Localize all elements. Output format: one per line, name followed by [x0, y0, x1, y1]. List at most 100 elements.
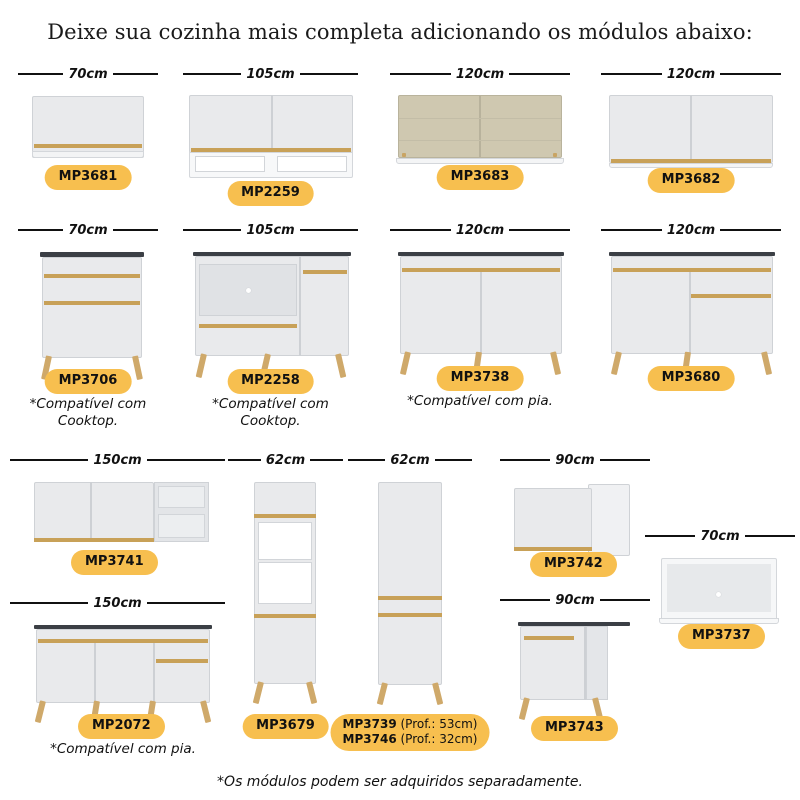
dimension-rule-left: [10, 602, 89, 604]
leg-right: [761, 351, 773, 376]
product-code-badge-mp3743[interactable]: MP3743: [531, 716, 618, 742]
dimension-rule-left: [645, 535, 696, 537]
leg-left: [610, 351, 622, 376]
gold-stripe: [524, 636, 574, 640]
product-card-mp3683[interactable]: 120cm MP3683: [390, 66, 571, 191]
product-illustration-mp3742: [500, 468, 650, 556]
product-card-mp2258[interactable]: 105cm MP2258 *Compatível com Cooktop.: [183, 222, 359, 429]
product-note-mp2072: *Compatível com pia.: [50, 741, 196, 757]
dimension-label-mp3738: 120cm: [390, 222, 571, 238]
dimension-rule-left: [183, 229, 242, 231]
countertop: [34, 625, 212, 629]
door-seam: [689, 272, 691, 354]
product-card-mp3706[interactable]: 70cm MP3706 *Compatível com Cooktop.: [18, 222, 158, 429]
dimension-rule-left: [18, 229, 64, 231]
side-door-seam: [299, 256, 301, 356]
leg-4: [200, 700, 212, 724]
product-illustration-mp2259: [183, 82, 358, 192]
product-illustration-mp3681: [18, 82, 158, 177]
countertop: [40, 252, 144, 257]
dimension-rule-right: [720, 73, 782, 75]
cabinet-base: [396, 158, 564, 164]
dimension-label-mp2258: 105cm: [183, 222, 359, 238]
dimension-label-mp3681: 70cm: [18, 66, 158, 82]
glass-panel-line-top: [399, 118, 561, 119]
leg-right: [335, 353, 347, 379]
leg-right: [432, 682, 444, 706]
product-code-badge-mp3737[interactable]: MP3737: [678, 624, 765, 650]
product-code-badge-mp2259[interactable]: MP2259: [227, 181, 314, 207]
dimension-label-mp3741: 150cm: [10, 452, 226, 468]
dimension-rule-left: [10, 459, 89, 461]
dimension-rule-right: [299, 73, 359, 75]
product-code-badge-mp3738[interactable]: MP3738: [436, 366, 524, 392]
product-illustration-mp3737: [645, 544, 795, 629]
product-code-badge-mp3706[interactable]: MP3706: [44, 369, 132, 395]
corner-side-panel: [588, 484, 630, 556]
product-code-badge-mp2072[interactable]: MP2072: [78, 714, 165, 740]
dimension-label-mp3706: 70cm: [18, 222, 158, 238]
corner-angle-panel: [586, 626, 608, 700]
glass-door-seam: [479, 95, 481, 158]
dimension-rule-right: [509, 73, 571, 75]
product-card-mp3681[interactable]: 70cm MP3681: [18, 66, 158, 191]
product-code-badge-mp3681[interactable]: MP3681: [44, 165, 132, 191]
product-code-badge-mp3741[interactable]: MP3741: [71, 550, 158, 576]
leg-right: [132, 355, 143, 381]
product-card-mp3742[interactable]: 90cm MP3742: [500, 452, 650, 578]
leg-left: [399, 351, 411, 376]
dimension-rule-left: [228, 459, 261, 461]
gold-stripe: [34, 144, 142, 148]
gold-stripe-2: [378, 613, 442, 617]
product-card-mp2072[interactable]: 150cm MP2072 *Compatível com pia.: [10, 595, 226, 757]
dimension-rule-right: [599, 599, 650, 601]
product-card-mp3737[interactable]: 70cm MP3737: [645, 528, 795, 650]
cabinet-body: [32, 96, 144, 158]
code-mp3739: MP3739: [342, 717, 397, 731]
product-code-badge-mp3742[interactable]: MP3742: [530, 552, 617, 578]
dimension-rule-left: [390, 73, 451, 75]
dimension-rule-right: [112, 73, 158, 75]
cabinet-base: [32, 151, 144, 158]
product-illustration-mp3738: [390, 238, 570, 376]
footer-note: *Os módulos podem ser adquiridos separad…: [217, 774, 583, 790]
handle-left: [402, 153, 406, 157]
handle-right: [553, 153, 557, 157]
cabinet-body: [611, 256, 773, 354]
product-illustration-mp3679: [228, 468, 343, 708]
cabinet-base: [609, 163, 773, 168]
product-illustration-mp2258: [183, 238, 358, 379]
product-illustration-mp3680: [601, 238, 781, 376]
product-code-badge-mp3679[interactable]: MP3679: [242, 714, 329, 740]
shelf-niche-top: [158, 486, 205, 508]
product-card-mp3739[interactable]: 62cm MP3739 (Prof.: 53cm) MP3746 (Prof.:…: [330, 452, 490, 751]
badge-line-2: MP3746 (Prof.: 32cm): [343, 732, 478, 747]
product-code-badge-mp3682[interactable]: MP3682: [647, 168, 735, 194]
dimension-rule-left: [18, 73, 64, 75]
dimension-label-mp3742: 90cm: [500, 452, 650, 468]
leg-right: [550, 351, 562, 376]
product-card-mp3743[interactable]: 90cm MP3743: [500, 592, 650, 742]
code-mp3746: MP3746: [342, 732, 397, 746]
product-card-mp3679[interactable]: 62cm MP3679: [228, 452, 343, 740]
product-illustration-mp3743: [500, 608, 650, 721]
door-seam-2: [153, 643, 155, 703]
product-code-badge-mp2258[interactable]: MP2258: [227, 369, 314, 395]
product-code-badge-mp3739-mp3746[interactable]: MP3739 (Prof.: 53cm) MP3746 (Prof.: 32cm…: [330, 714, 490, 751]
dimension-rule-right: [434, 459, 472, 461]
product-card-mp2259[interactable]: 105cm MP2259: [183, 66, 359, 207]
product-illustration-mp3741: [10, 468, 225, 548]
product-code-badge-mp3680[interactable]: MP3680: [647, 366, 735, 392]
drawer-stripe-1: [44, 274, 140, 278]
countertop: [398, 252, 564, 256]
dimension-label-mp3680: 120cm: [601, 222, 782, 238]
product-card-mp3682[interactable]: 120cm MP3682: [601, 66, 782, 194]
product-code-badge-mp3683[interactable]: MP3683: [436, 165, 524, 191]
product-card-mp3741[interactable]: 150cm MP3741: [10, 452, 226, 576]
dimension-rule-left: [601, 229, 662, 231]
product-card-mp3738[interactable]: 120cm MP3738 *Compatível com pia.: [390, 222, 571, 409]
product-card-mp3680[interactable]: 120cm MP3680: [601, 222, 782, 392]
drawer-stripe-2: [44, 301, 140, 305]
product-illustration-mp3706: [18, 238, 158, 381]
